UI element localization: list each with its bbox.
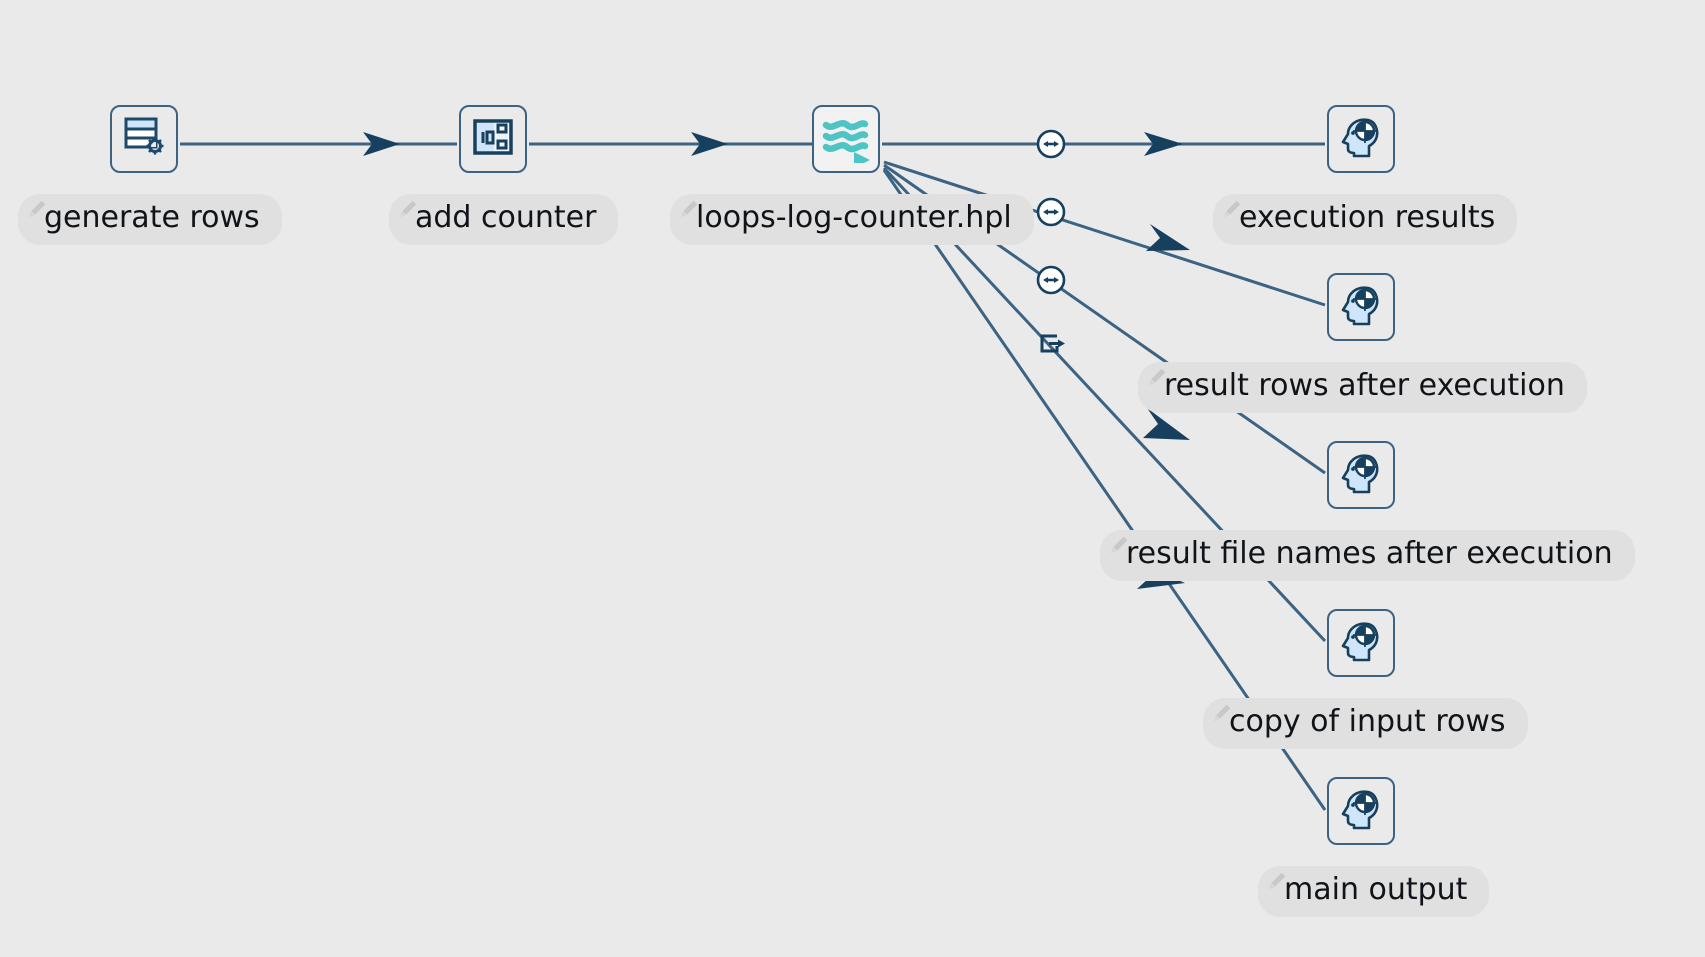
edge-pipeline-to-execution-results[interactable] bbox=[882, 132, 1325, 156]
node-result-file-names-after-execution[interactable] bbox=[1327, 441, 1395, 509]
label-text: loops-log-counter.hpl bbox=[696, 200, 1012, 235]
edit-pencil-icon[interactable] bbox=[397, 198, 419, 220]
edit-pencil-icon[interactable] bbox=[1221, 198, 1243, 220]
label-result-file-names-after-execution[interactable]: result file names after execution bbox=[1100, 530, 1635, 581]
label-loops-log-counter[interactable]: loops-log-counter.hpl bbox=[670, 194, 1034, 245]
label-add-counter[interactable]: add counter bbox=[389, 194, 619, 245]
add-counter-icon bbox=[470, 114, 516, 164]
label-generate-rows[interactable]: generate rows bbox=[18, 194, 282, 245]
node-loops-log-counter[interactable] bbox=[812, 105, 880, 173]
pipeline-icon bbox=[820, 111, 872, 168]
edit-pencil-icon[interactable] bbox=[1108, 534, 1130, 556]
edit-pencil-icon[interactable] bbox=[26, 198, 48, 220]
edit-pencil-icon[interactable] bbox=[1146, 366, 1168, 388]
edit-pencil-icon[interactable] bbox=[678, 198, 700, 220]
head-target-icon bbox=[1339, 115, 1383, 163]
label-text: execution results bbox=[1239, 200, 1496, 235]
edge-counter-to-pipeline[interactable] bbox=[529, 132, 812, 156]
export-output-icon[interactable] bbox=[1035, 327, 1067, 359]
node-copy-of-input-rows[interactable] bbox=[1327, 609, 1395, 677]
head-target-icon bbox=[1339, 619, 1383, 667]
node-main-output[interactable] bbox=[1327, 777, 1395, 845]
label-text: add counter bbox=[415, 200, 597, 235]
node-generate-rows[interactable] bbox=[110, 105, 178, 173]
label-text: result file names after execution bbox=[1126, 536, 1613, 571]
label-main-output[interactable]: main output bbox=[1258, 866, 1490, 917]
node-add-counter[interactable] bbox=[459, 105, 527, 173]
label-text: result rows after execution bbox=[1164, 368, 1565, 403]
bidirectional-arrow-circle-icon[interactable] bbox=[1035, 128, 1067, 160]
edit-pencil-icon[interactable] bbox=[1211, 702, 1233, 724]
label-execution-results[interactable]: execution results bbox=[1213, 194, 1518, 245]
label-text: generate rows bbox=[44, 200, 260, 235]
head-target-icon bbox=[1339, 787, 1383, 835]
bidirectional-arrow-circle-icon[interactable] bbox=[1035, 264, 1067, 296]
head-target-icon bbox=[1339, 283, 1383, 331]
bidirectional-arrow-circle-icon[interactable] bbox=[1035, 196, 1067, 228]
label-result-rows-after-execution[interactable]: result rows after execution bbox=[1138, 362, 1587, 413]
head-target-icon bbox=[1339, 451, 1383, 499]
label-copy-of-input-rows[interactable]: copy of input rows bbox=[1203, 698, 1528, 749]
label-text: main output bbox=[1284, 872, 1468, 907]
node-result-rows-after-execution[interactable] bbox=[1327, 273, 1395, 341]
node-execution-results[interactable] bbox=[1327, 105, 1395, 173]
edit-pencil-icon[interactable] bbox=[1266, 870, 1288, 892]
edge-generate-to-counter[interactable] bbox=[180, 132, 457, 156]
generate-rows-icon bbox=[121, 114, 167, 164]
label-text: copy of input rows bbox=[1229, 704, 1506, 739]
